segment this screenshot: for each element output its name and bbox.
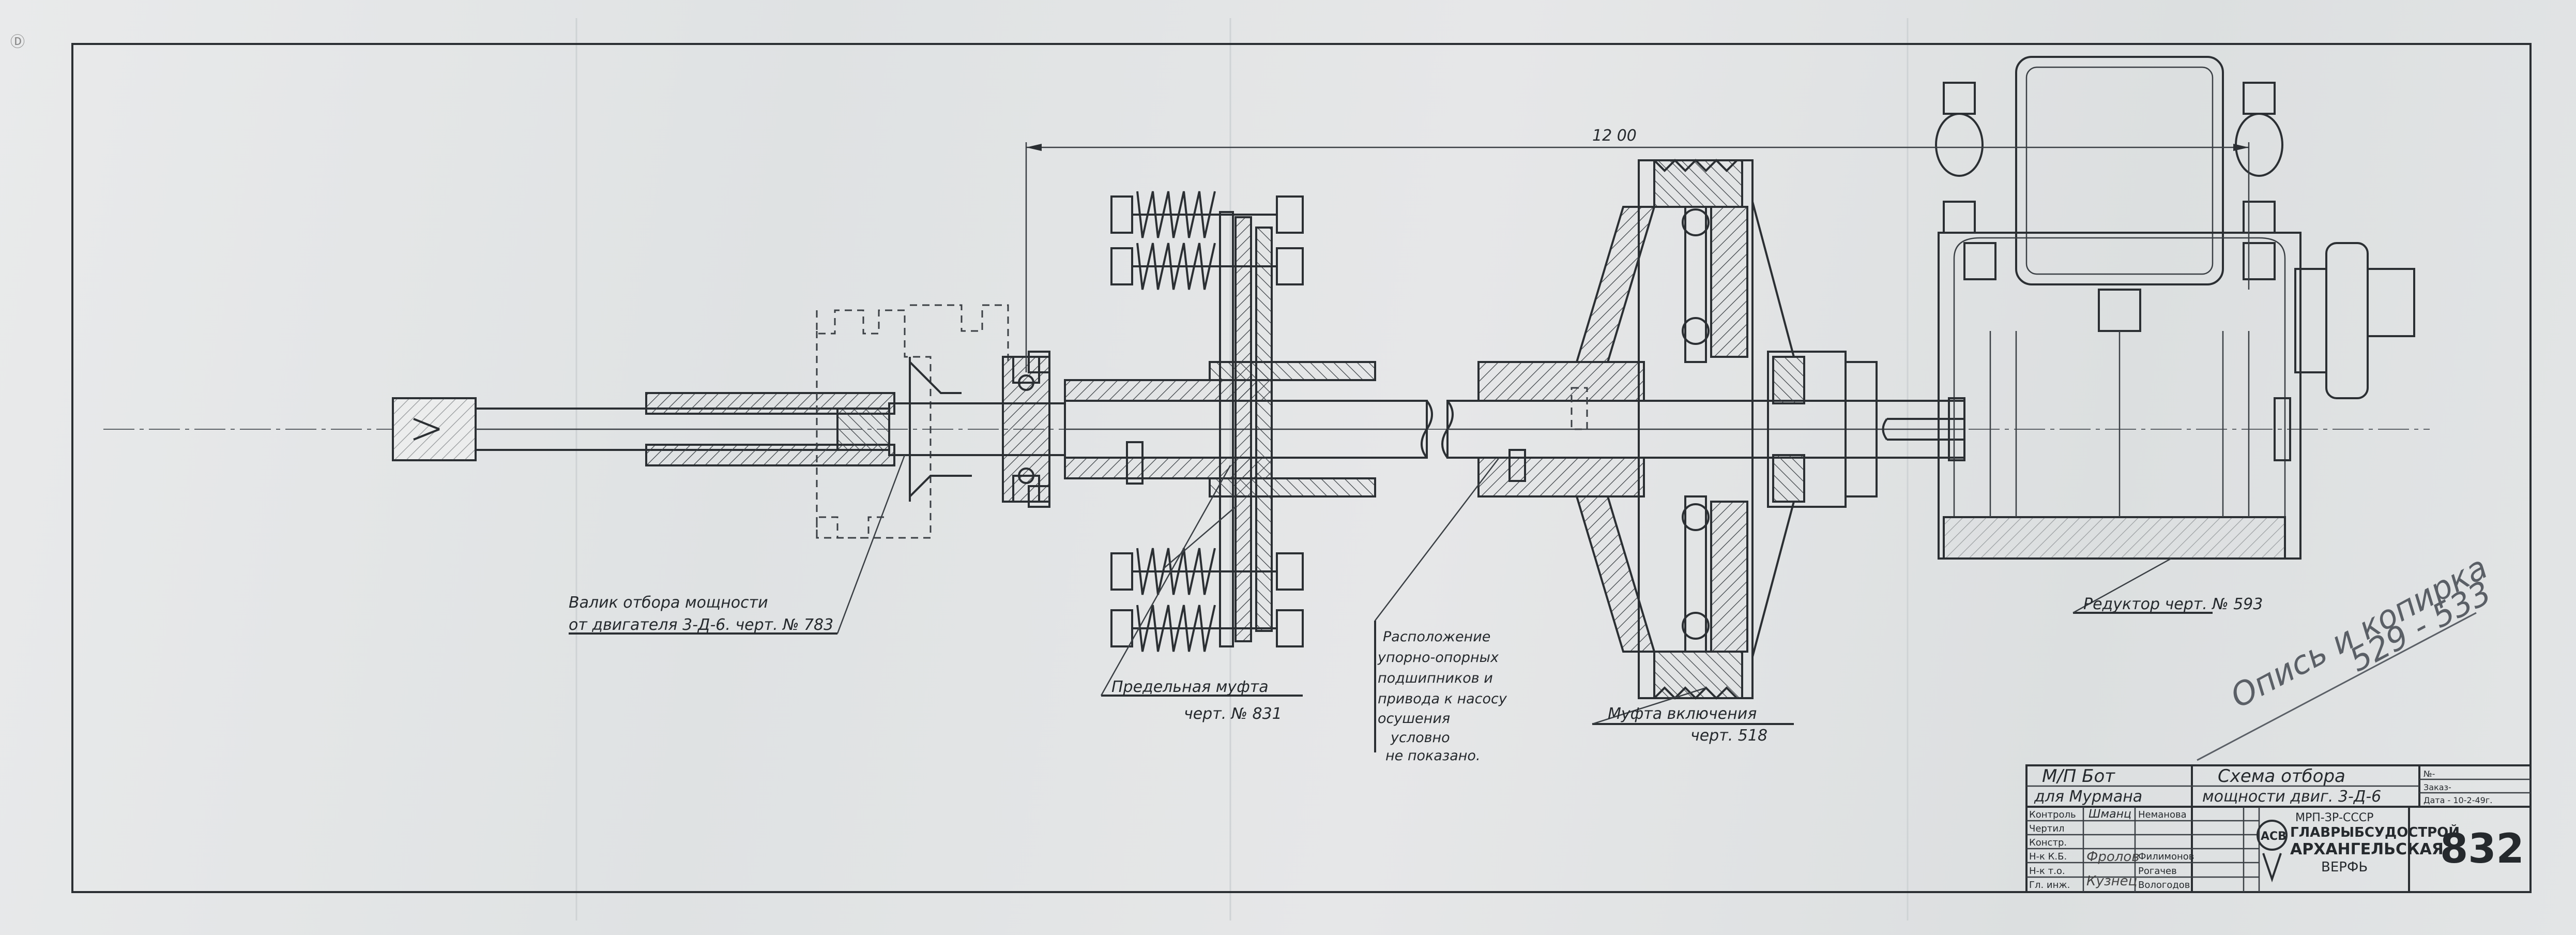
label-bearing-line1: Расположение: [1383, 629, 1490, 645]
org-line2: ГЛАВРЫБСУДОСТРОЙ: [2290, 824, 2460, 840]
org-line4: ВЕРФЬ: [2321, 859, 2368, 875]
handwritten-underline: [2197, 612, 2477, 761]
signature-1: Шманц: [2089, 808, 2131, 821]
drawing-number: 832: [2440, 826, 2524, 872]
overall-dimension: [1025, 142, 2250, 372]
label-engagement-clutch-line1: Муфта включения: [1608, 705, 1757, 723]
corner-mark: Ⓓ: [10, 33, 25, 50]
shipyard-logo: АСВ: [2257, 820, 2288, 883]
title-field-order: Заказ-: [2423, 782, 2451, 792]
label-limit-clutch-line2: черт. № 831: [1184, 705, 1282, 723]
role-head-kb: Н-к К.Б.: [2029, 851, 2067, 862]
title-drawing-line1: Схема отбора: [2218, 766, 2345, 787]
signature-3: Кузнец: [2086, 873, 2137, 889]
title-field-date: Дата - 10-2-49г.: [2423, 795, 2492, 805]
label-shaft-line2: от двигателя 3-Д-6. черт. № 783: [569, 616, 833, 634]
title-vessel-line1: М/П Бот: [2042, 766, 2115, 787]
label-shaft-line1: Валик отбора мощности: [569, 594, 768, 612]
gear-housing-outline: [816, 304, 1009, 539]
label-bearing-line2: упорно-опорных: [1377, 650, 1499, 666]
signature-2: Фролов: [2086, 849, 2140, 865]
reducer: [1935, 56, 2415, 560]
label-bearing-line5: осушения: [1378, 711, 1450, 727]
label-limit-clutch-line1: Предельная муфта: [1111, 678, 1269, 696]
name-2: Филимонов: [2138, 851, 2194, 862]
name-3: Рогачев: [2138, 866, 2177, 877]
engagement-clutch: [1446, 159, 1965, 700]
dimension-value: 12 00: [1592, 127, 1637, 145]
role-design: Констр.: [2029, 837, 2067, 848]
label-bearing-line3: подшипников и: [1378, 670, 1493, 686]
role-control: Контроль: [2029, 809, 2076, 820]
label-bearing-line4: привода к насосу: [1378, 691, 1507, 707]
role-drafted: Чертил: [2029, 823, 2065, 834]
title-drawing-line2: мощности двиг. 3-Д-6: [2202, 788, 2381, 806]
limit-clutch: [1064, 191, 1428, 652]
drawing-frame: [71, 43, 2532, 893]
org-line3: АРХАНГЕЛЬСКАЯ: [2290, 840, 2444, 858]
label-engagement-clutch-line2: черт. 518: [1690, 727, 1767, 745]
label-reducer: Редуктор черт. № 593: [2083, 595, 2263, 613]
title-field-no: №-: [2423, 769, 2435, 779]
name-4: Вологодов: [2138, 880, 2190, 891]
label-bearing-line7: не показано.: [1385, 748, 1481, 764]
name-1: Неманова: [2138, 809, 2187, 820]
title-block: [2025, 764, 2532, 893]
title-vessel-line2: для Мурмана: [2034, 788, 2142, 806]
svg-text:АСВ: АСВ: [2261, 830, 2287, 843]
power-takeoff-shaft: [392, 392, 895, 466]
role-chief-eng: Гл. инж.: [2029, 880, 2070, 891]
role-head-dept: Н-к т.о.: [2029, 866, 2065, 877]
shaft-break-left: [1421, 400, 1433, 459]
label-bearing-line6: условно: [1390, 730, 1450, 746]
org-line1: МРП-ЗР-СССР: [2295, 811, 2373, 824]
handwritten-note-line1: Опись и копирка: [2224, 548, 2494, 715]
bearing-flange: [888, 351, 1066, 508]
